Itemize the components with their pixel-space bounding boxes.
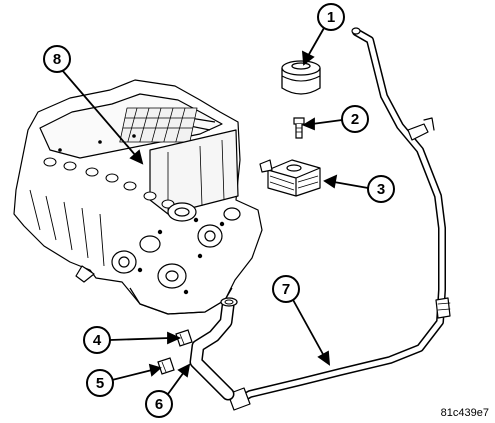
- callout-5: 5: [86, 369, 114, 397]
- filter-adapter-bolt: [293, 117, 305, 139]
- callout-8-label: 8: [53, 51, 61, 68]
- callout-3-label: 3: [377, 181, 385, 198]
- engine-block: [13, 79, 263, 315]
- callout-7: 7: [272, 275, 300, 303]
- callout-1-label: 1: [327, 9, 335, 26]
- oil-filter: [281, 60, 321, 95]
- callout-5-label: 5: [96, 375, 104, 392]
- figure-id: 81c439e7: [441, 407, 489, 419]
- callout-4-label: 4: [93, 332, 102, 349]
- callout-6: 6: [145, 390, 173, 418]
- hose-clamp-upper: [175, 329, 193, 347]
- callout-7-label: 7: [282, 281, 290, 298]
- callout-8: 8: [43, 45, 71, 73]
- hose-clamp-lower: [157, 357, 175, 375]
- coolant-tube: [227, 27, 451, 411]
- callout-1: 1: [317, 3, 345, 31]
- coolant-hose: [189, 297, 238, 401]
- callout-6-label: 6: [155, 396, 163, 413]
- callout-4: 4: [83, 326, 111, 354]
- leader-lines: [61, 27, 369, 395]
- oil-cooler: [259, 159, 321, 197]
- callout-3: 3: [367, 175, 395, 203]
- callout-2: 2: [341, 105, 369, 133]
- callout-2-label: 2: [351, 111, 359, 128]
